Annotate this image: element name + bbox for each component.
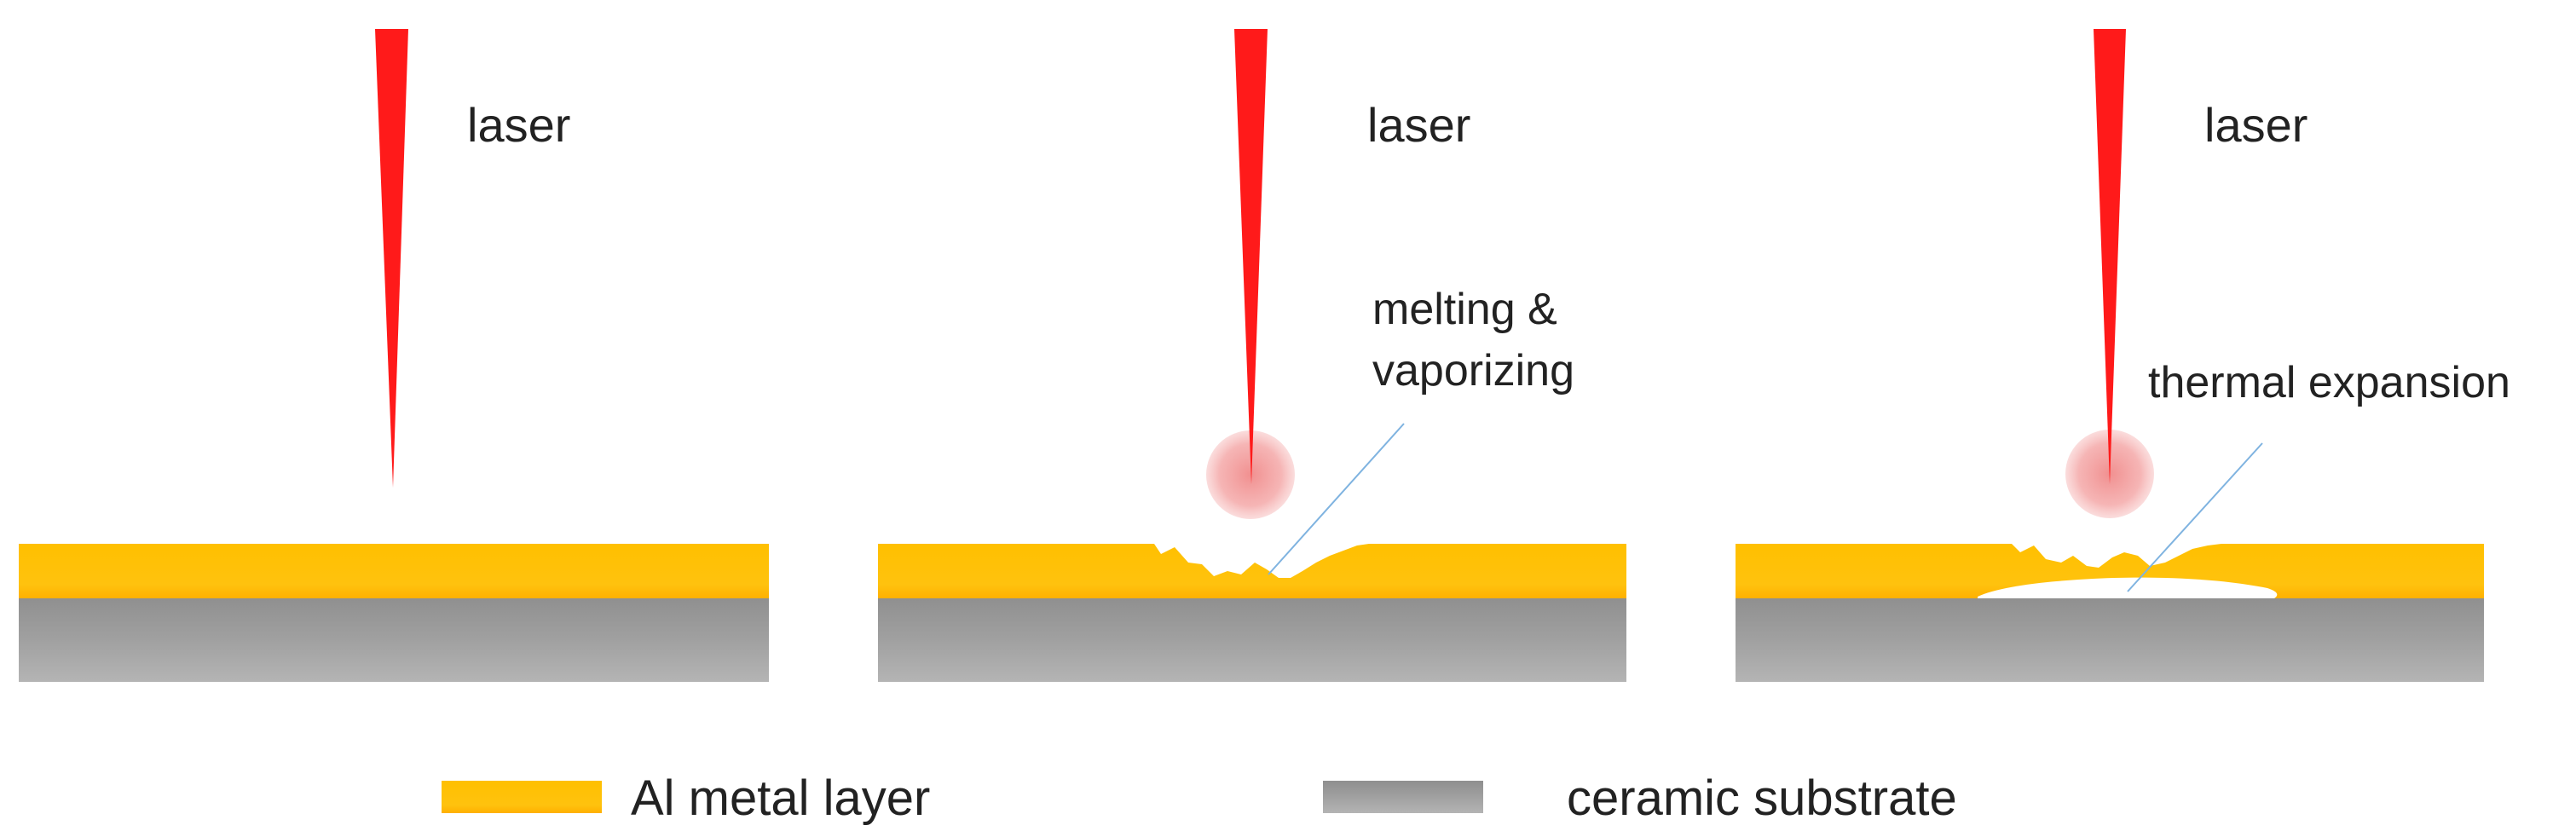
laser-beam-2	[1234, 29, 1268, 484]
melting-annotation-line2: vaporizing	[1372, 346, 1574, 395]
laser-label-2: laser	[1367, 98, 1470, 152]
substrate-block-3	[1736, 597, 2484, 682]
melting-annotation-line1: melting &	[1372, 285, 1557, 334]
thermal-leader-line	[2127, 442, 2263, 592]
panel-3: laser thermal expansion	[1736, 29, 2510, 682]
legend-metal-swatch	[442, 781, 602, 813]
legend: Al metal layer ceramic substrate	[442, 771, 1957, 826]
laser-spot-2	[1206, 430, 1295, 519]
metal-layer-3	[1736, 544, 2484, 598]
metal-layer-1	[19, 544, 769, 598]
thermal-expansion-gap	[1978, 577, 2278, 598]
panel-1: laser	[19, 29, 769, 682]
panel-2: laser melting & vaporizing	[878, 29, 1626, 682]
substrate-block-1	[19, 597, 769, 682]
substrate-block-2	[878, 597, 1626, 682]
laser-beam-1	[375, 29, 408, 488]
legend-metal-label: Al metal layer	[631, 771, 930, 826]
laser-label-3: laser	[2204, 98, 2307, 152]
laser-beam-3	[2094, 29, 2126, 484]
thermal-expansion-annotation: thermal expansion	[2148, 358, 2510, 407]
legend-substrate-swatch	[1323, 781, 1483, 813]
legend-substrate-label: ceramic substrate	[1567, 771, 1957, 826]
laser-label-1: laser	[467, 98, 570, 152]
melting-leader-line	[1268, 423, 1405, 575]
metal-layer-2	[878, 544, 1626, 598]
